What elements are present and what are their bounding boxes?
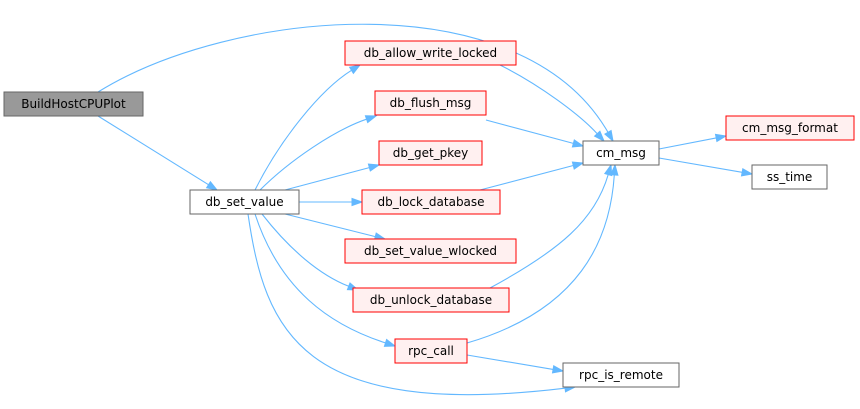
edge-db_set_value-to-db_lock_database [299,197,364,207]
edge-db_flush_msg-to-cm_msg [485,119,585,148]
edge-rpc_call-to-rpc_is_remote [466,354,565,374]
node-db-allow-write-locked[interactable]: db_allow_write_locked [344,40,517,66]
edge-line [254,213,386,344]
node-box [582,140,660,166]
edge-line [97,115,209,186]
edge-line [658,137,717,150]
edge-arrowhead [367,163,381,172]
edge-arrowhead [551,365,565,374]
edge-line [466,174,615,344]
node-box [725,115,855,141]
edge-line [479,164,574,191]
edge-cm_msg-to-ss_time [658,157,754,177]
node-box [189,189,300,215]
edge-arrowhead [740,168,754,177]
edge-line [499,64,598,135]
node-cm-msg[interactable]: cm_msg [582,140,660,166]
node-box [374,90,487,116]
node-ss-time[interactable]: ss_time [751,164,828,190]
edge-line [489,174,609,289]
edge-db_set_value-to-db_get_pkey [284,163,381,191]
edge-line [254,69,352,191]
node-box [361,189,501,215]
edge-arrowhead [571,161,585,170]
node-label: rpc_call [408,344,454,358]
edge-db_set_value-to-db_set_value_wlocked [284,213,387,241]
edge-arrowhead [351,197,364,207]
edge-line [284,167,370,191]
edge-BuildHostCPUPlot-to-db_set_value [97,115,219,191]
node-label: cm_msg [596,146,646,160]
node-box [3,91,144,117]
node-label: db_flush_msg [390,96,472,110]
edge-db_allow_write_locked-to-cm_msg [499,64,605,143]
edge-BuildHostCPUPlot-to-cm_msg [97,23,614,143]
node-cm-msg-format[interactable]: cm_msg_format [725,115,855,141]
node-label: rpc_is_remote [579,368,663,382]
node-rpc-call[interactable]: rpc_call [394,338,468,364]
edge-db_unlock_database-to-cm_msg [489,163,613,289]
edge-line [97,23,609,133]
edge-arrowhead [609,163,619,176]
edge-arrowhead [604,129,614,143]
node-box [344,238,517,264]
node-box [394,338,468,364]
edge-arrowhead [603,163,613,177]
node-layer: BuildHostCPUPlot db_set_value db_allow_wri… [3,40,855,388]
edge-db_set_value-to-db_unlock_database [261,213,360,291]
node-db-flush-msg[interactable]: db_flush_msg [374,90,487,116]
node-db-unlock-database[interactable]: db_unlock_database [352,287,510,313]
edge-arrowhead [593,130,605,143]
node-db-get-pkey[interactable]: db_get_pkey [378,140,483,166]
edge-line [466,354,554,370]
node-box [344,40,517,66]
node-box [352,287,510,313]
node-label: db_allow_write_locked [364,46,497,60]
edge-line [261,213,349,287]
node-db-set-value[interactable]: db_set_value [189,189,300,215]
node-label: BuildHostCPUPlot [21,97,126,111]
node-label: ss_time [767,170,813,184]
node-box [378,140,483,166]
edge-arrowhead [205,180,219,191]
node-label: db_set_value [205,195,283,209]
node-db-lock-database[interactable]: db_lock_database [361,189,501,215]
edge-line [247,213,566,396]
edge-line [259,118,367,191]
node-box [751,164,828,190]
node-db-set-value-wlocked[interactable]: db_set_value_wlocked [344,238,517,264]
edge-arrowhead [571,139,585,148]
edge-arrowhead [714,133,728,143]
node-label: db_unlock_database [370,293,492,307]
node-label: db_lock_database [377,195,484,209]
edge-cm_msg-to-cm_msg_format [658,133,728,150]
node-label: cm_msg_format [742,121,838,135]
edge-rpc_call-to-cm_msg [466,163,619,344]
edge-arrowhead [364,115,378,124]
edge-db_set_value-to-db_flush_msg [259,115,378,191]
edge-line [284,213,376,238]
edge-arrowhead [383,338,397,347]
edge-db_set_value-to-db_allow_write_locked [254,64,362,191]
edge-arrowhead [348,64,362,75]
node-label: db_set_value_wlocked [364,244,497,258]
node-rpc-is-remote[interactable]: rpc_is_remote [562,362,680,388]
edge-line [658,157,743,173]
edge-db_set_value-to-rpc_call [254,213,397,347]
node-BuildHostCPUPlot[interactable]: BuildHostCPUPlot [3,91,144,117]
node-box [562,362,680,388]
edge-layer [97,23,754,396]
node-label: db_get_pkey [393,146,469,160]
edge-db_lock_database-to-cm_msg [479,161,585,191]
edge-line [485,119,574,144]
